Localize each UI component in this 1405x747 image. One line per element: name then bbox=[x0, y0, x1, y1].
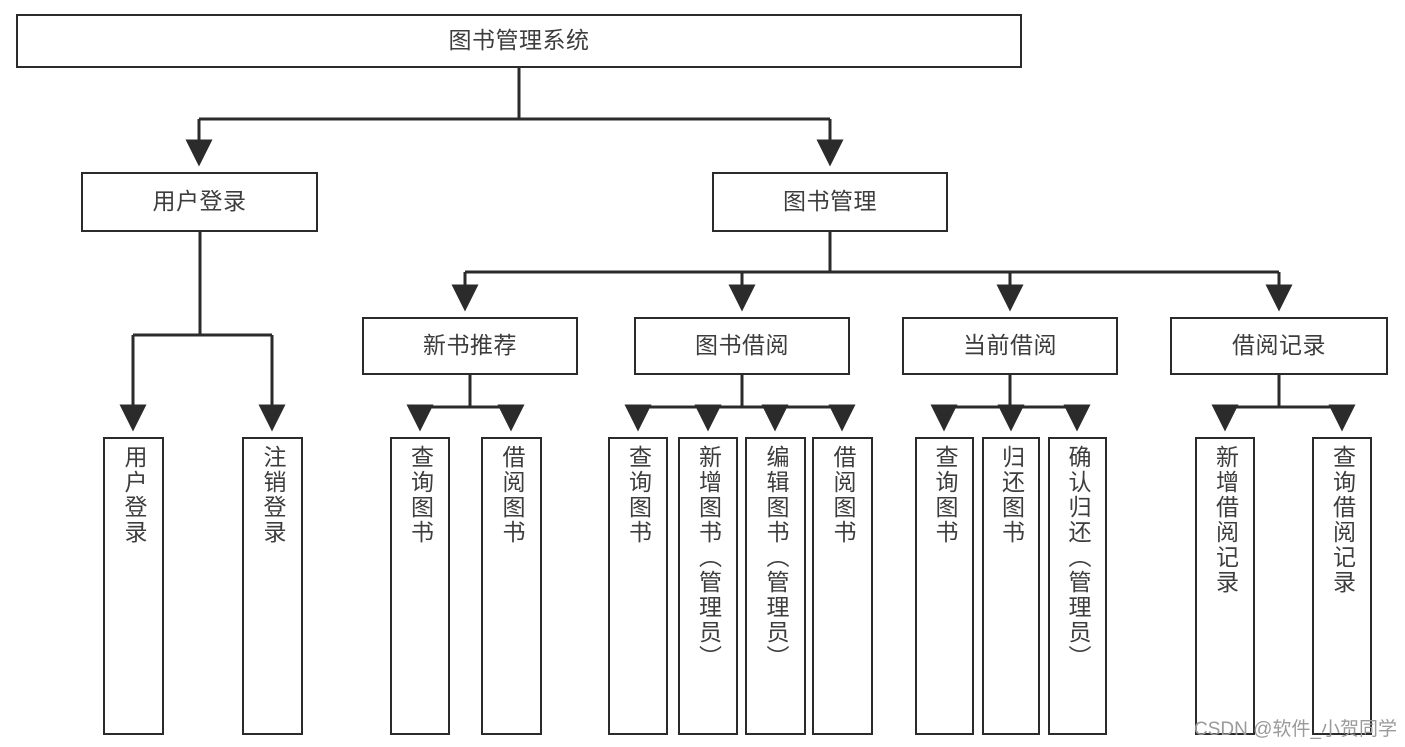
node-label: 借阅记录 bbox=[1232, 332, 1326, 359]
node-leaf-edit-book[interactable]: 编辑图书（管理员） bbox=[745, 437, 806, 735]
node-label: 图书管理系统 bbox=[448, 27, 590, 54]
node-leaf-query-book-current[interactable]: 查询图书 bbox=[915, 437, 974, 735]
node-leaf-return-book[interactable]: 归还图书 bbox=[982, 437, 1040, 735]
node-leaf-add-book[interactable]: 新增图书（管理员） bbox=[678, 437, 738, 735]
node-leaf-confirm-return[interactable]: 确认归还（管理员） bbox=[1048, 437, 1107, 735]
node-leaf-logout[interactable]: 注销登录 bbox=[242, 437, 303, 735]
connector-borrow-to-leaves bbox=[624, 375, 856, 432]
node-leaf-add-borrow-record[interactable]: 新增借阅记录 bbox=[1195, 437, 1255, 735]
node-user-login[interactable]: 用户登录 bbox=[81, 172, 318, 232]
node-label: 归还图书 bbox=[998, 445, 1025, 545]
node-new-book-recommend[interactable]: 新书推荐 bbox=[362, 317, 578, 375]
connector-newbook-to-leaves bbox=[406, 375, 525, 432]
node-label: 新增图书（管理员） bbox=[695, 445, 722, 670]
node-label: 查询图书 bbox=[407, 445, 434, 545]
node-leaf-borrow-book[interactable]: 借阅图书 bbox=[812, 437, 873, 735]
node-label: 图书管理 bbox=[783, 188, 877, 215]
node-label: 新书推荐 bbox=[423, 332, 517, 359]
node-current-borrow[interactable]: 当前借阅 bbox=[902, 317, 1118, 375]
node-root-system[interactable]: 图书管理系统 bbox=[16, 14, 1022, 68]
node-label: 查询图书 bbox=[625, 445, 652, 545]
connector-bookmanage-to-level3 bbox=[451, 232, 1293, 312]
node-label: 注销登录 bbox=[260, 445, 286, 545]
node-label: 查询借阅记录 bbox=[1329, 445, 1356, 595]
connector-current-to-leaves bbox=[930, 375, 1091, 432]
node-label: 借阅图书 bbox=[830, 445, 856, 545]
connector-userlogin-to-leaves bbox=[119, 232, 286, 432]
node-leaf-query-book-borrow[interactable]: 查询图书 bbox=[608, 437, 668, 735]
connector-record-to-leaves bbox=[1211, 375, 1356, 432]
node-label: 用户登录 bbox=[121, 445, 147, 545]
node-book-borrow[interactable]: 图书借阅 bbox=[634, 317, 850, 375]
connector-root-to-level2 bbox=[185, 68, 844, 167]
node-label: 当前借阅 bbox=[963, 332, 1057, 359]
node-label: 确认归还（管理员） bbox=[1065, 445, 1091, 670]
node-label: 编辑图书（管理员） bbox=[763, 445, 789, 670]
node-leaf-user-login[interactable]: 用户登录 bbox=[103, 437, 164, 735]
node-label: 查询图书 bbox=[932, 445, 958, 545]
node-leaf-query-borrow-record[interactable]: 查询借阅记录 bbox=[1312, 437, 1372, 735]
node-label: 图书借阅 bbox=[695, 332, 789, 359]
node-label: 新增借阅记录 bbox=[1212, 445, 1239, 595]
node-borrow-record[interactable]: 借阅记录 bbox=[1170, 317, 1388, 375]
node-label: 借阅图书 bbox=[499, 445, 525, 545]
node-leaf-borrow-book-new[interactable]: 借阅图书 bbox=[481, 437, 542, 735]
node-leaf-query-book-new[interactable]: 查询图书 bbox=[390, 437, 450, 735]
node-label: 用户登录 bbox=[152, 188, 247, 215]
node-book-management[interactable]: 图书管理 bbox=[712, 172, 948, 232]
